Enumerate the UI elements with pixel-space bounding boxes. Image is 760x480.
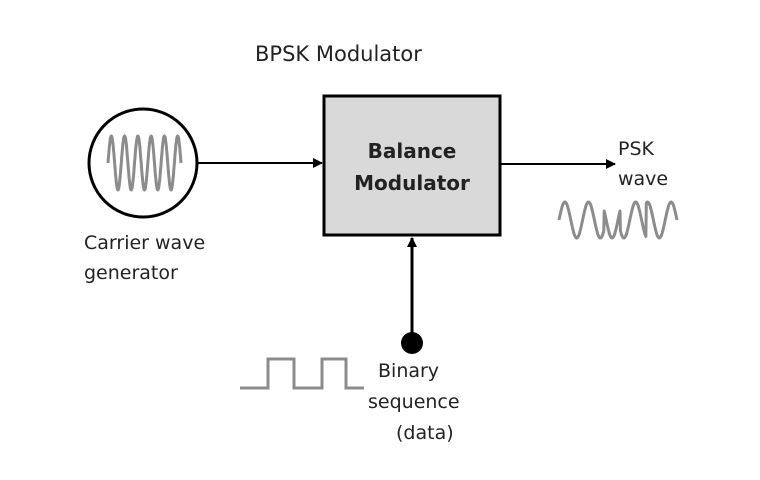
binary-input-label-line2: sequence [368,391,460,413]
diagram-title: BPSK Modulator [255,42,422,66]
binary-input-label-line1: Binary [378,360,440,382]
modulator-label-line1: Balance [367,139,457,163]
input-node-dot [401,332,423,354]
binary-input-label-line3: (data) [396,422,454,444]
psk-output-label-line2: wave [618,168,669,190]
psk-output-label: PSK wave [618,134,668,194]
carrier-oscillator-icon [87,107,199,219]
modulator-label: Balance Modulator [324,135,500,199]
modulator-label-line2: Modulator [354,171,470,195]
carrier-sine-wave [106,134,183,192]
psk-waveform-icon [557,200,679,240]
carrier-label-line1: Carrier wave [84,232,206,254]
binary-input-label: Binary sequence (data) [368,356,460,449]
square-wave-icon [240,357,364,390]
carrier-label-line2: generator [84,262,178,284]
carrier-label: Carrier wave generator [84,228,205,288]
balance-modulator-block [322,94,502,237]
psk-output-label-line1: PSK [618,138,654,160]
